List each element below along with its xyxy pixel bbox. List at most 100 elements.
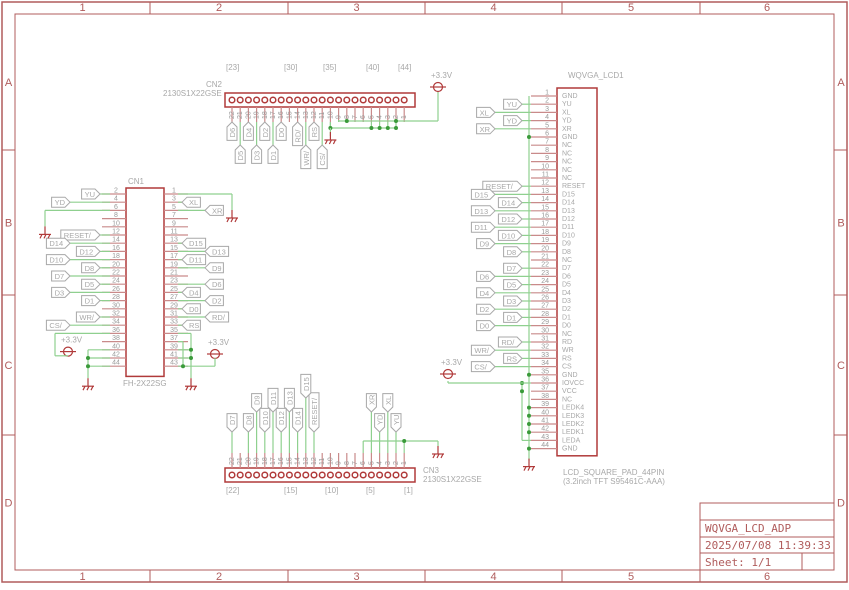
- ground-hatch: [432, 453, 436, 459]
- net-label-flag: [470, 188, 496, 200]
- net-label: D6: [204, 278, 224, 290]
- net-label-flag: [181, 254, 207, 266]
- net-label-flag: [470, 221, 496, 233]
- net-label: D10: [45, 254, 71, 266]
- net-label-text: XR: [212, 206, 223, 215]
- ground-hatch: [324, 139, 328, 145]
- lcd-pin-name: NC: [562, 175, 572, 182]
- net-label-flag: [503, 246, 523, 258]
- net-label-text: XR: [480, 125, 491, 134]
- net-label-text: RS: [189, 321, 199, 330]
- ground-hatch: [86, 385, 90, 391]
- cn1-pin-number: 38: [112, 335, 120, 342]
- supply-label: +3.3V: [431, 71, 453, 80]
- cn1-pin-number: 29: [170, 302, 178, 309]
- net-label: D6: [226, 121, 238, 141]
- cn1-pin-number: 40: [112, 343, 120, 350]
- net-label: D5: [81, 278, 101, 290]
- net-label-flag: [476, 303, 496, 315]
- cn2-pad: [367, 96, 375, 104]
- ground-symbol: [226, 210, 238, 223]
- net-label-text: D1: [507, 313, 517, 322]
- supply-label: +3.3V: [208, 338, 230, 347]
- column-marker-top: 6: [764, 2, 770, 14]
- cn1-pin-number: 20: [112, 261, 120, 268]
- net-label-flag: [476, 320, 496, 332]
- ground-hatch: [440, 453, 444, 459]
- net-label: D7: [51, 270, 71, 282]
- cn3-pin-number: 3: [385, 461, 392, 465]
- datetime-text: 2025/07/08 11:39:33: [705, 539, 831, 552]
- cn2-pad: [335, 96, 343, 104]
- junction-dot: [189, 356, 193, 360]
- lcd-pin-number: 33: [541, 352, 549, 359]
- junction-dot: [394, 126, 398, 130]
- net-label-flag: [275, 121, 287, 141]
- cn2-body: [224, 92, 416, 108]
- net-label: D9: [251, 393, 263, 413]
- cn3-pin-number: 11: [319, 458, 326, 465]
- net-label-flag: [51, 196, 71, 208]
- net-label: D1: [81, 295, 101, 307]
- cn3-pad: [277, 471, 285, 479]
- lcd-pin-number: 1: [545, 90, 549, 97]
- cn2-pad: [392, 96, 400, 104]
- net-label: RD/: [497, 336, 523, 348]
- cn1-pin-number: 9: [172, 220, 176, 227]
- lcd-pin-name: D15: [562, 191, 575, 198]
- net-label: WR/: [470, 344, 496, 356]
- cn2-pin-number: 20: [245, 111, 252, 119]
- cn3-pin-number: 15: [286, 457, 293, 465]
- net-label-text: D1: [269, 151, 278, 161]
- net-label: D8: [81, 262, 101, 274]
- net-label-text: D9: [480, 240, 490, 249]
- net-label-text: D8: [507, 248, 517, 257]
- net-label-flag: [45, 319, 71, 331]
- lcd-pin-number: 14: [541, 196, 549, 203]
- net-label: YU: [390, 413, 402, 433]
- lcd-pin-name: CS: [562, 364, 572, 371]
- ground-hatch: [39, 234, 43, 239]
- net-label: D5: [503, 279, 523, 291]
- net-label-text: RESET/: [64, 231, 92, 240]
- cn2-pin-number: 13: [303, 111, 310, 119]
- cn1-pin-number: 35: [170, 327, 178, 334]
- junction-dot: [86, 364, 90, 369]
- net-label: D11: [267, 387, 279, 413]
- net-label-flag: [476, 106, 496, 118]
- net-label-flag: [470, 344, 496, 356]
- net-label-text: RESET/: [486, 182, 514, 191]
- cn1-symbol[interactable]: 2468101214161820222426283032343638404244…: [39, 187, 238, 391]
- lcd-pin-name: D3: [562, 298, 571, 305]
- cn1-pin-number: 26: [112, 286, 120, 293]
- cn3-pad: [384, 471, 392, 479]
- net-label: XL: [382, 393, 394, 413]
- net-label: RD/: [292, 121, 304, 147]
- net-label: XR: [476, 123, 496, 135]
- net-label-text: D7: [228, 415, 237, 425]
- net-label-flag: [81, 295, 101, 307]
- cn1-pin-number: 11: [170, 229, 177, 236]
- cn2-pad: [318, 96, 326, 104]
- net-label-flag: [292, 121, 304, 147]
- cn3-pin-number: 16: [278, 457, 285, 465]
- net-label-text: D10: [261, 411, 270, 425]
- cn3-pin-number: 4: [377, 461, 384, 465]
- cn3-pin-number: 14: [295, 457, 302, 465]
- net-label-text: D15: [474, 190, 488, 199]
- net-label-flag: [497, 213, 523, 225]
- lcd-pin-name: D0: [562, 323, 571, 330]
- lcd-pin-number: 6: [545, 131, 549, 138]
- cn1-pin-number: 31: [170, 311, 178, 318]
- net-label-text: WR/: [79, 313, 94, 322]
- cn3-pad: [335, 471, 343, 479]
- net-label-text: RD/: [294, 129, 303, 143]
- cn3-pin-number: 20: [245, 457, 252, 465]
- cn1-pin-number: 3: [172, 196, 176, 203]
- lcd-pin-name: D13: [562, 208, 575, 215]
- title-text: WQVGA_LCD_ADP: [705, 522, 791, 535]
